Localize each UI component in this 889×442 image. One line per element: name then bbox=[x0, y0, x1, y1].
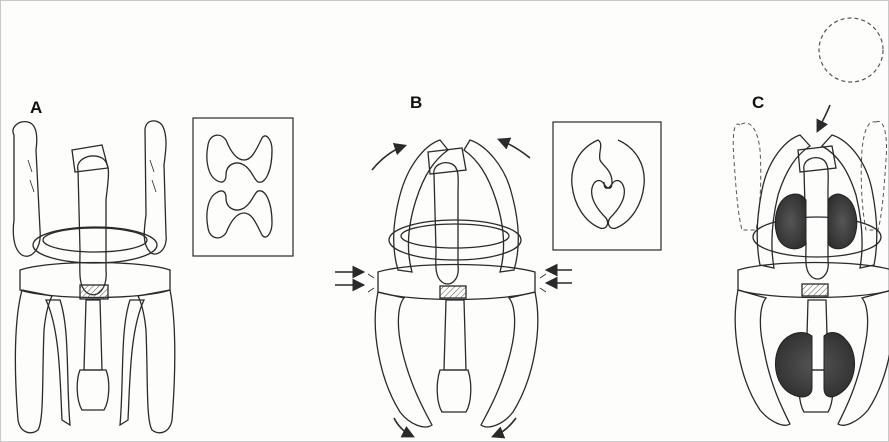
panel-c-dashed-outlines bbox=[733, 121, 886, 230]
panel-c-shaded-upper-right bbox=[828, 194, 857, 249]
panel-b-drawing bbox=[368, 140, 546, 427]
panel-b-inset bbox=[553, 122, 661, 250]
panel-b-arrow-top-right bbox=[500, 140, 530, 158]
panel-b-central-post bbox=[434, 163, 458, 284]
panel-a-left-upper-limb bbox=[13, 122, 40, 257]
panel-c-central-post bbox=[804, 158, 828, 279]
panel-c-arrow bbox=[818, 105, 830, 130]
panel-a-right-upper-limb bbox=[144, 121, 166, 254]
panel-a-left-lower-leg bbox=[15, 290, 52, 433]
panel-a-foot bbox=[77, 370, 109, 410]
panel-c-sun-circle bbox=[819, 18, 883, 82]
panel-b-right-upper-limb bbox=[464, 140, 518, 272]
panel-b-foot bbox=[437, 370, 471, 412]
panel-a-drawing bbox=[13, 121, 175, 433]
panel-a-lower-post bbox=[84, 300, 102, 370]
panel-b-arrow-top-left bbox=[372, 146, 404, 170]
panel-a-upper-ring bbox=[33, 227, 157, 263]
panel-c-dashed-left bbox=[733, 123, 761, 230]
panel-c-dashed-right bbox=[861, 121, 886, 230]
panel-a-right-lower-leg bbox=[138, 290, 175, 433]
panel-c-shaded-lower bbox=[775, 333, 854, 397]
panel-c-shaded-upper-left bbox=[775, 194, 806, 249]
panel-a-inset bbox=[193, 118, 293, 256]
panel-b-right-lower-limb bbox=[481, 292, 538, 427]
panel-a-central-post bbox=[78, 156, 109, 295]
panel-b-lower-post bbox=[444, 300, 466, 370]
panel-b-left-lower-limb bbox=[375, 292, 432, 427]
